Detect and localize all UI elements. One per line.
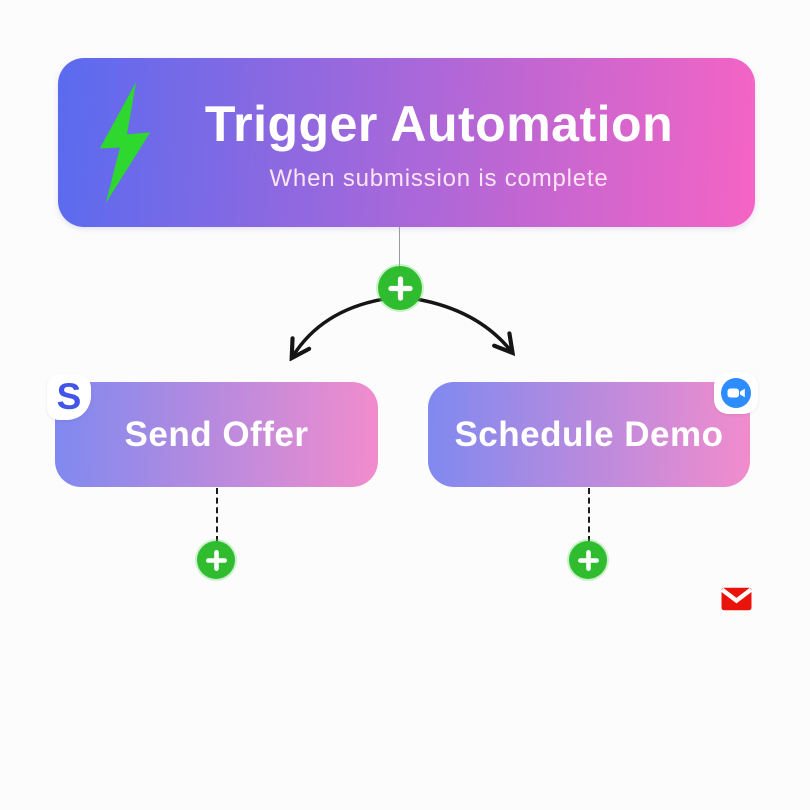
arrow-right-icon [414, 297, 511, 351]
trigger-title: Trigger Automation [204, 96, 674, 152]
plus-icon [577, 549, 599, 571]
lightning-icon [70, 82, 180, 203]
zoom-video-icon [714, 372, 758, 414]
schedule-demo-connector-line [588, 488, 590, 542]
email-icon [720, 587, 753, 611]
plus-icon [205, 549, 227, 571]
trigger-connector-line [399, 227, 400, 267]
add-step-button-schedule-demo[interactable] [569, 541, 607, 579]
action-label-send-offer: Send Offer [124, 414, 309, 454]
add-step-button-main[interactable] [378, 266, 422, 310]
add-step-button-send-offer[interactable] [197, 541, 235, 579]
action-label-schedule-demo: Schedule Demo [454, 414, 724, 454]
send-offer-connector-line [216, 488, 218, 542]
trigger-subtitle: When submission is complete [269, 165, 609, 192]
trigger-card[interactable]: Trigger Automation When submission is co… [58, 58, 755, 227]
plus-icon [387, 275, 413, 301]
stripe-s-icon: S [47, 374, 91, 420]
action-card-send-offer[interactable]: S Send Offer [47, 374, 378, 487]
action-card-schedule-demo[interactable]: Schedule Demo [428, 372, 758, 487]
arrow-left-icon [293, 297, 386, 356]
stripe-s-letter: S [56, 376, 82, 417]
